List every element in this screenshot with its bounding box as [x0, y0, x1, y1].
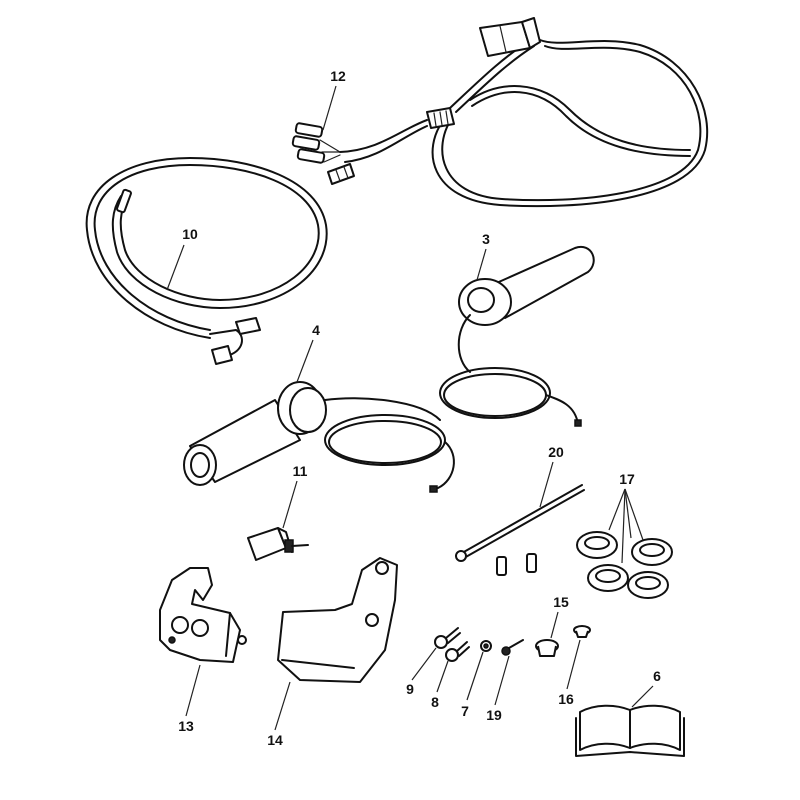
callout-9: 9: [406, 681, 414, 697]
part-15-grommet: [535, 639, 559, 657]
part-3-grip: [439, 245, 595, 427]
part-4-grip: [183, 381, 455, 493]
part-6-booklet: [575, 704, 685, 757]
callout-3: 3: [482, 231, 490, 247]
leader-8: [436, 660, 449, 693]
callout-8: 8: [431, 694, 439, 710]
callout-20: 20: [548, 444, 564, 460]
leader-16: [566, 639, 581, 690]
callout-13: 13: [178, 718, 194, 734]
leader-12: [322, 85, 337, 131]
callout-14: 14: [267, 732, 283, 748]
part-14-cover: [277, 557, 398, 683]
callout-17: 17: [619, 471, 635, 487]
part-9-screw: [434, 627, 461, 649]
leader-14: [274, 681, 291, 731]
callout-7: 7: [461, 703, 469, 719]
part-7-washer: [480, 640, 492, 652]
part-12-harness: [291, 17, 709, 208]
part-17-clips: [576, 531, 673, 599]
leader-9: [411, 647, 437, 681]
leader-17: [608, 488, 644, 564]
part-8-screw: [445, 641, 470, 662]
callout-19: 19: [486, 707, 502, 723]
callout-15: 15: [553, 594, 569, 610]
leader-10: [166, 244, 185, 291]
leader-11: [282, 480, 298, 529]
callout-12: 12: [330, 68, 346, 84]
part-20-cable-tie: [455, 484, 585, 576]
callout-16: 16: [558, 691, 574, 707]
part-11-switch: [247, 527, 309, 561]
leader-7: [466, 651, 484, 701]
callout-10: 10: [182, 226, 198, 242]
callout-6: 6: [653, 668, 661, 684]
leader-4: [296, 339, 314, 383]
leader-15: [550, 611, 559, 639]
leader-3: [476, 248, 487, 281]
leader-20: [539, 461, 554, 508]
leader-13: [185, 664, 201, 717]
leader-6: [631, 685, 654, 708]
part-16-plug: [573, 625, 591, 638]
part-13-bracket: [159, 567, 247, 663]
part-19-bolt: [501, 639, 524, 656]
part-10-harness: [85, 157, 328, 365]
callout-11: 11: [292, 463, 308, 479]
leader-19: [494, 655, 510, 706]
callout-4: 4: [312, 322, 320, 338]
